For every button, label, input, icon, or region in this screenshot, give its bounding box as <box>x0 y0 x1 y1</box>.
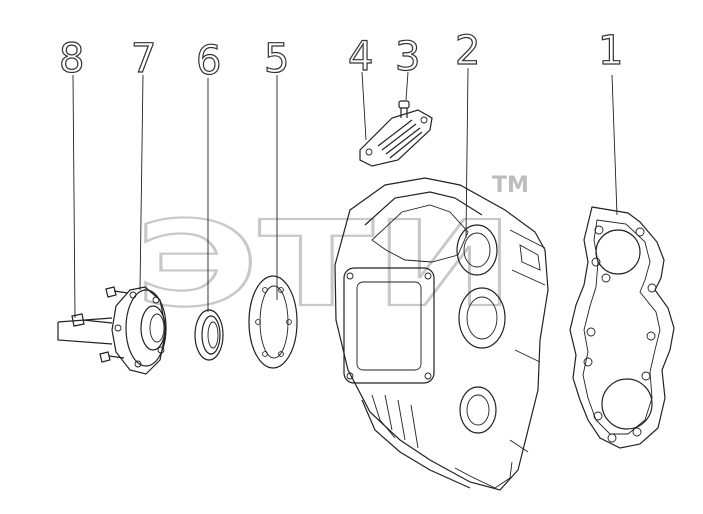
watermark-logo: ЭТИ <box>135 195 515 333</box>
part-2-housing <box>334 177 549 491</box>
part-4-cover-plate <box>359 109 433 167</box>
callout-6: 6 <box>196 38 221 84</box>
callout-4: 4 <box>348 34 373 80</box>
callout-7: 7 <box>131 36 156 82</box>
part-1-gasket <box>569 206 675 449</box>
part-6-seal <box>194 309 224 361</box>
watermark: ЭТИ TM <box>134 173 529 334</box>
leader-lines <box>72 67 618 319</box>
callout-8: 8 <box>59 36 84 82</box>
callout-5: 5 <box>264 36 289 82</box>
callout-1: 1 <box>598 28 623 74</box>
watermark-trademark: TM <box>492 173 529 198</box>
callouts: 1 2 3 4 5 6 7 8 <box>58 27 624 84</box>
part-7-flange <box>111 286 167 375</box>
part-8-bolts <box>57 286 129 363</box>
part-5-gasket-ring <box>248 275 298 369</box>
callout-2: 2 <box>455 28 480 74</box>
callout-3: 3 <box>395 34 420 80</box>
